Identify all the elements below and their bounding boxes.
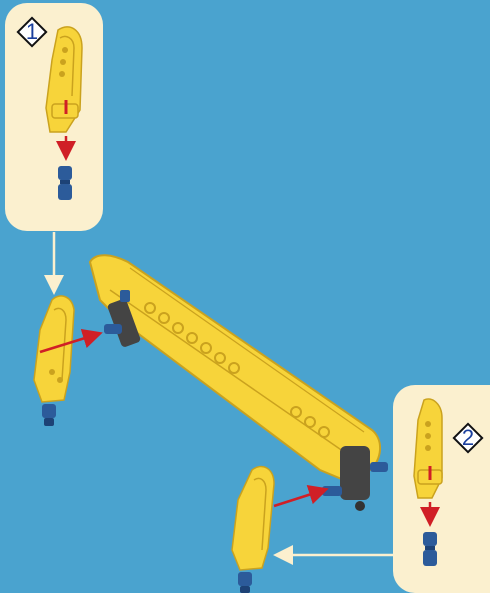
step-1-blue-pin <box>58 166 72 200</box>
step-2-panel-part <box>414 399 442 498</box>
step-1-badge: 1 <box>20 20 44 44</box>
step-1-panel-part <box>46 27 82 132</box>
step-2-badge: 2 <box>456 426 480 450</box>
main-technic-beam <box>90 255 380 480</box>
left-loose-panel <box>34 296 74 426</box>
step-2-blue-pin <box>423 532 437 566</box>
step-1-number: 1 <box>26 21 38 43</box>
bottom-loose-panel <box>232 466 274 593</box>
bottom-red-arrow <box>274 490 324 506</box>
step-2-number: 2 <box>462 427 474 449</box>
